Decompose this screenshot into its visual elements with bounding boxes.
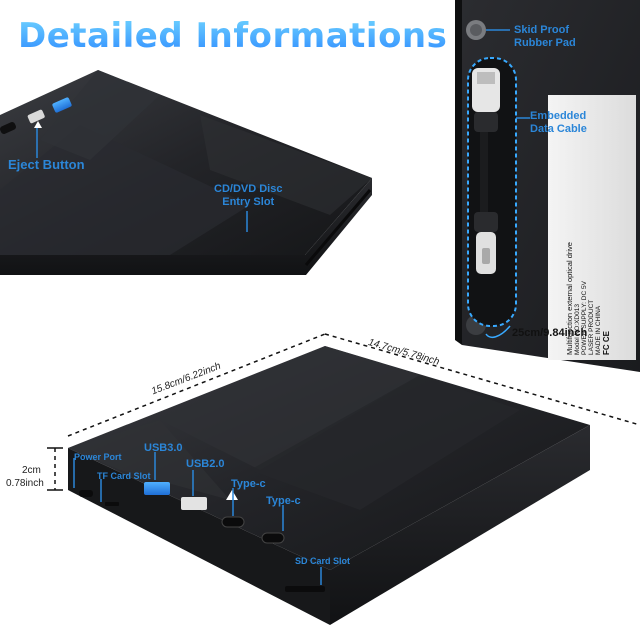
page-title: Detailed Informations <box>18 16 448 56</box>
eject-button-label: Eject Button <box>8 157 85 172</box>
power-port-label: Power Port <box>74 452 122 462</box>
height-dimension-inch: 0.78inch <box>6 478 44 489</box>
tf-slot-label: TF Card Slot <box>97 471 151 481</box>
usb3-label: USB3.0 <box>144 442 183 454</box>
drive-main-view <box>68 346 590 625</box>
product-label-text: Multifunction external optical drive Mod… <box>565 95 611 355</box>
usb2-port <box>181 497 207 510</box>
usb2-label: USB2.0 <box>186 458 225 470</box>
eject-button-icon <box>226 490 238 500</box>
drive-top-view <box>0 70 372 275</box>
label-line-3: POWER SUPPLY: DC 5V <box>581 281 588 355</box>
label-line-1: Multifunction external optical drive <box>565 242 574 355</box>
usb3-port <box>144 482 170 495</box>
typec-port-2 <box>261 532 285 544</box>
disc-slot-label: CD/DVD Disc Entry Slot <box>214 183 283 208</box>
port-callout-lines <box>73 452 322 585</box>
cable-length-label: 25cm/9.84inch <box>512 327 588 339</box>
typec-1-label: Type-c <box>231 478 266 490</box>
typec-port-1 <box>221 516 245 528</box>
typec-2-label: Type-c <box>266 495 301 507</box>
power-port <box>79 490 93 497</box>
drive-top-usb3-port <box>52 97 72 113</box>
label-line-5: MADE IN CHINA <box>595 305 602 355</box>
product-label-plate <box>548 95 636 360</box>
label-line-4: LASER PRODUCT <box>588 299 595 355</box>
drive-top-typec-port <box>0 122 16 134</box>
tf-card-slot <box>105 502 119 506</box>
drive-bottom-view <box>455 0 640 372</box>
skid-proof-label: Skid Proof Rubber Pad <box>514 24 576 49</box>
dimension-lines <box>54 333 640 490</box>
drive-top-usb2-port <box>27 109 45 124</box>
embedded-cable-label: Embedded Data Cable <box>530 110 587 135</box>
label-line-2: Model NO:XD013 <box>574 304 581 355</box>
sd-card-slot <box>285 586 325 592</box>
eject-icon <box>34 121 42 128</box>
sd-slot-label: SD Card Slot <box>295 556 351 566</box>
fcc-ce-mark: FC CE <box>602 331 611 355</box>
height-dimension-cm: 2cm <box>22 465 41 476</box>
